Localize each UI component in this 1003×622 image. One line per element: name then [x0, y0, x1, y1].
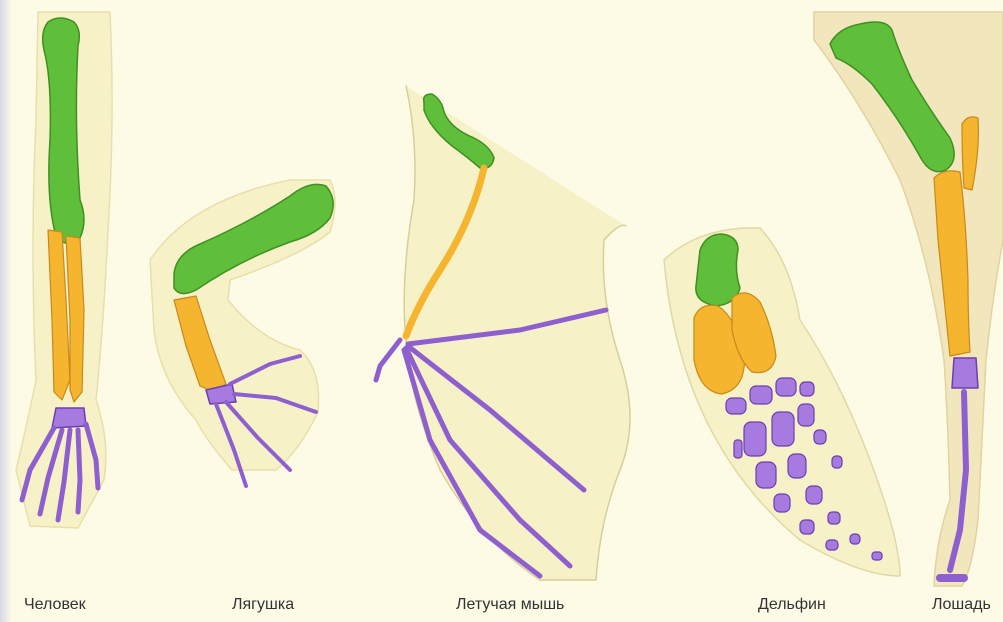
human-limb [16, 12, 112, 528]
bat-wing [376, 86, 630, 580]
label-dolphin: Дельфин [758, 596, 826, 614]
label-bat: Летучая мышь [456, 596, 564, 614]
dolphin-humerus [696, 234, 740, 306]
bat-wing-membrane [404, 86, 630, 580]
frog-limb [150, 180, 335, 486]
label-human: Человек [24, 596, 86, 614]
label-frog: Лягушка [232, 596, 294, 614]
dolphin-flipper [664, 228, 900, 576]
label-horse: Лошадь [932, 596, 991, 614]
